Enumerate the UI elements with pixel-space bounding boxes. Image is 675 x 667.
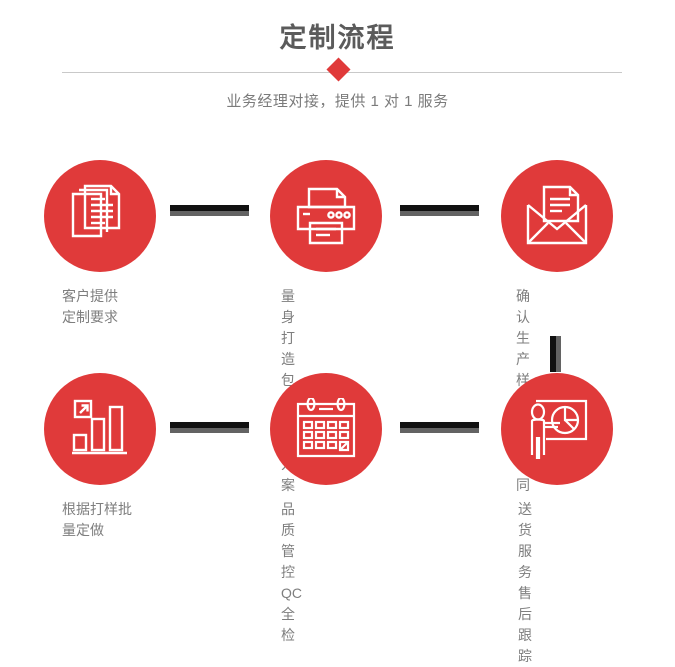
step-icon-circle[interactable] [501, 160, 613, 272]
page-subtitle: 业务经理对接，提供 1 对 1 服务 [226, 93, 449, 110]
diamond-marker-icon [326, 57, 351, 82]
page-title: 定制流程 [279, 23, 396, 53]
connector-bar-dark [170, 205, 249, 211]
step-label: 品质管控QC 全检 [281, 501, 302, 643]
connector-step1-step2 [170, 205, 249, 216]
step-icon-circle[interactable] [501, 373, 613, 485]
step-icon-circle[interactable] [44, 373, 156, 485]
connector-bar-dark [400, 205, 479, 211]
connector-step4-step5 [170, 422, 249, 433]
step-icon-circle[interactable] [44, 160, 156, 272]
connector-bar-dark [550, 336, 556, 372]
bar-chart-growth-icon [72, 399, 127, 455]
connector-step2-step3 [400, 205, 479, 216]
presenter-pie-chart-icon [530, 399, 588, 459]
step-label: 送货服务售 后跟踪 [518, 501, 532, 664]
title-divider [62, 57, 622, 82]
calendar-icon [296, 398, 356, 458]
printer-icon [296, 187, 356, 245]
connector-bar-dark [170, 422, 249, 428]
connector-step5-step6 [400, 422, 479, 433]
connector-step3-step6 [550, 336, 561, 372]
connector-bar-gray [556, 336, 561, 372]
envelope-letter-icon [526, 185, 588, 245]
connector-bar-gray [400, 428, 479, 433]
connector-bar-gray [170, 211, 249, 216]
connector-bar-gray [170, 428, 249, 433]
step-label: 客户提供 定制要求 [62, 288, 118, 325]
connector-bar-gray [400, 211, 479, 216]
step-label: 根据打样批 量定做 [62, 501, 132, 538]
step-icon-circle[interactable] [270, 373, 382, 485]
documents-stack-icon [71, 184, 121, 238]
step-icon-circle[interactable] [270, 160, 382, 272]
connector-bar-dark [400, 422, 479, 428]
